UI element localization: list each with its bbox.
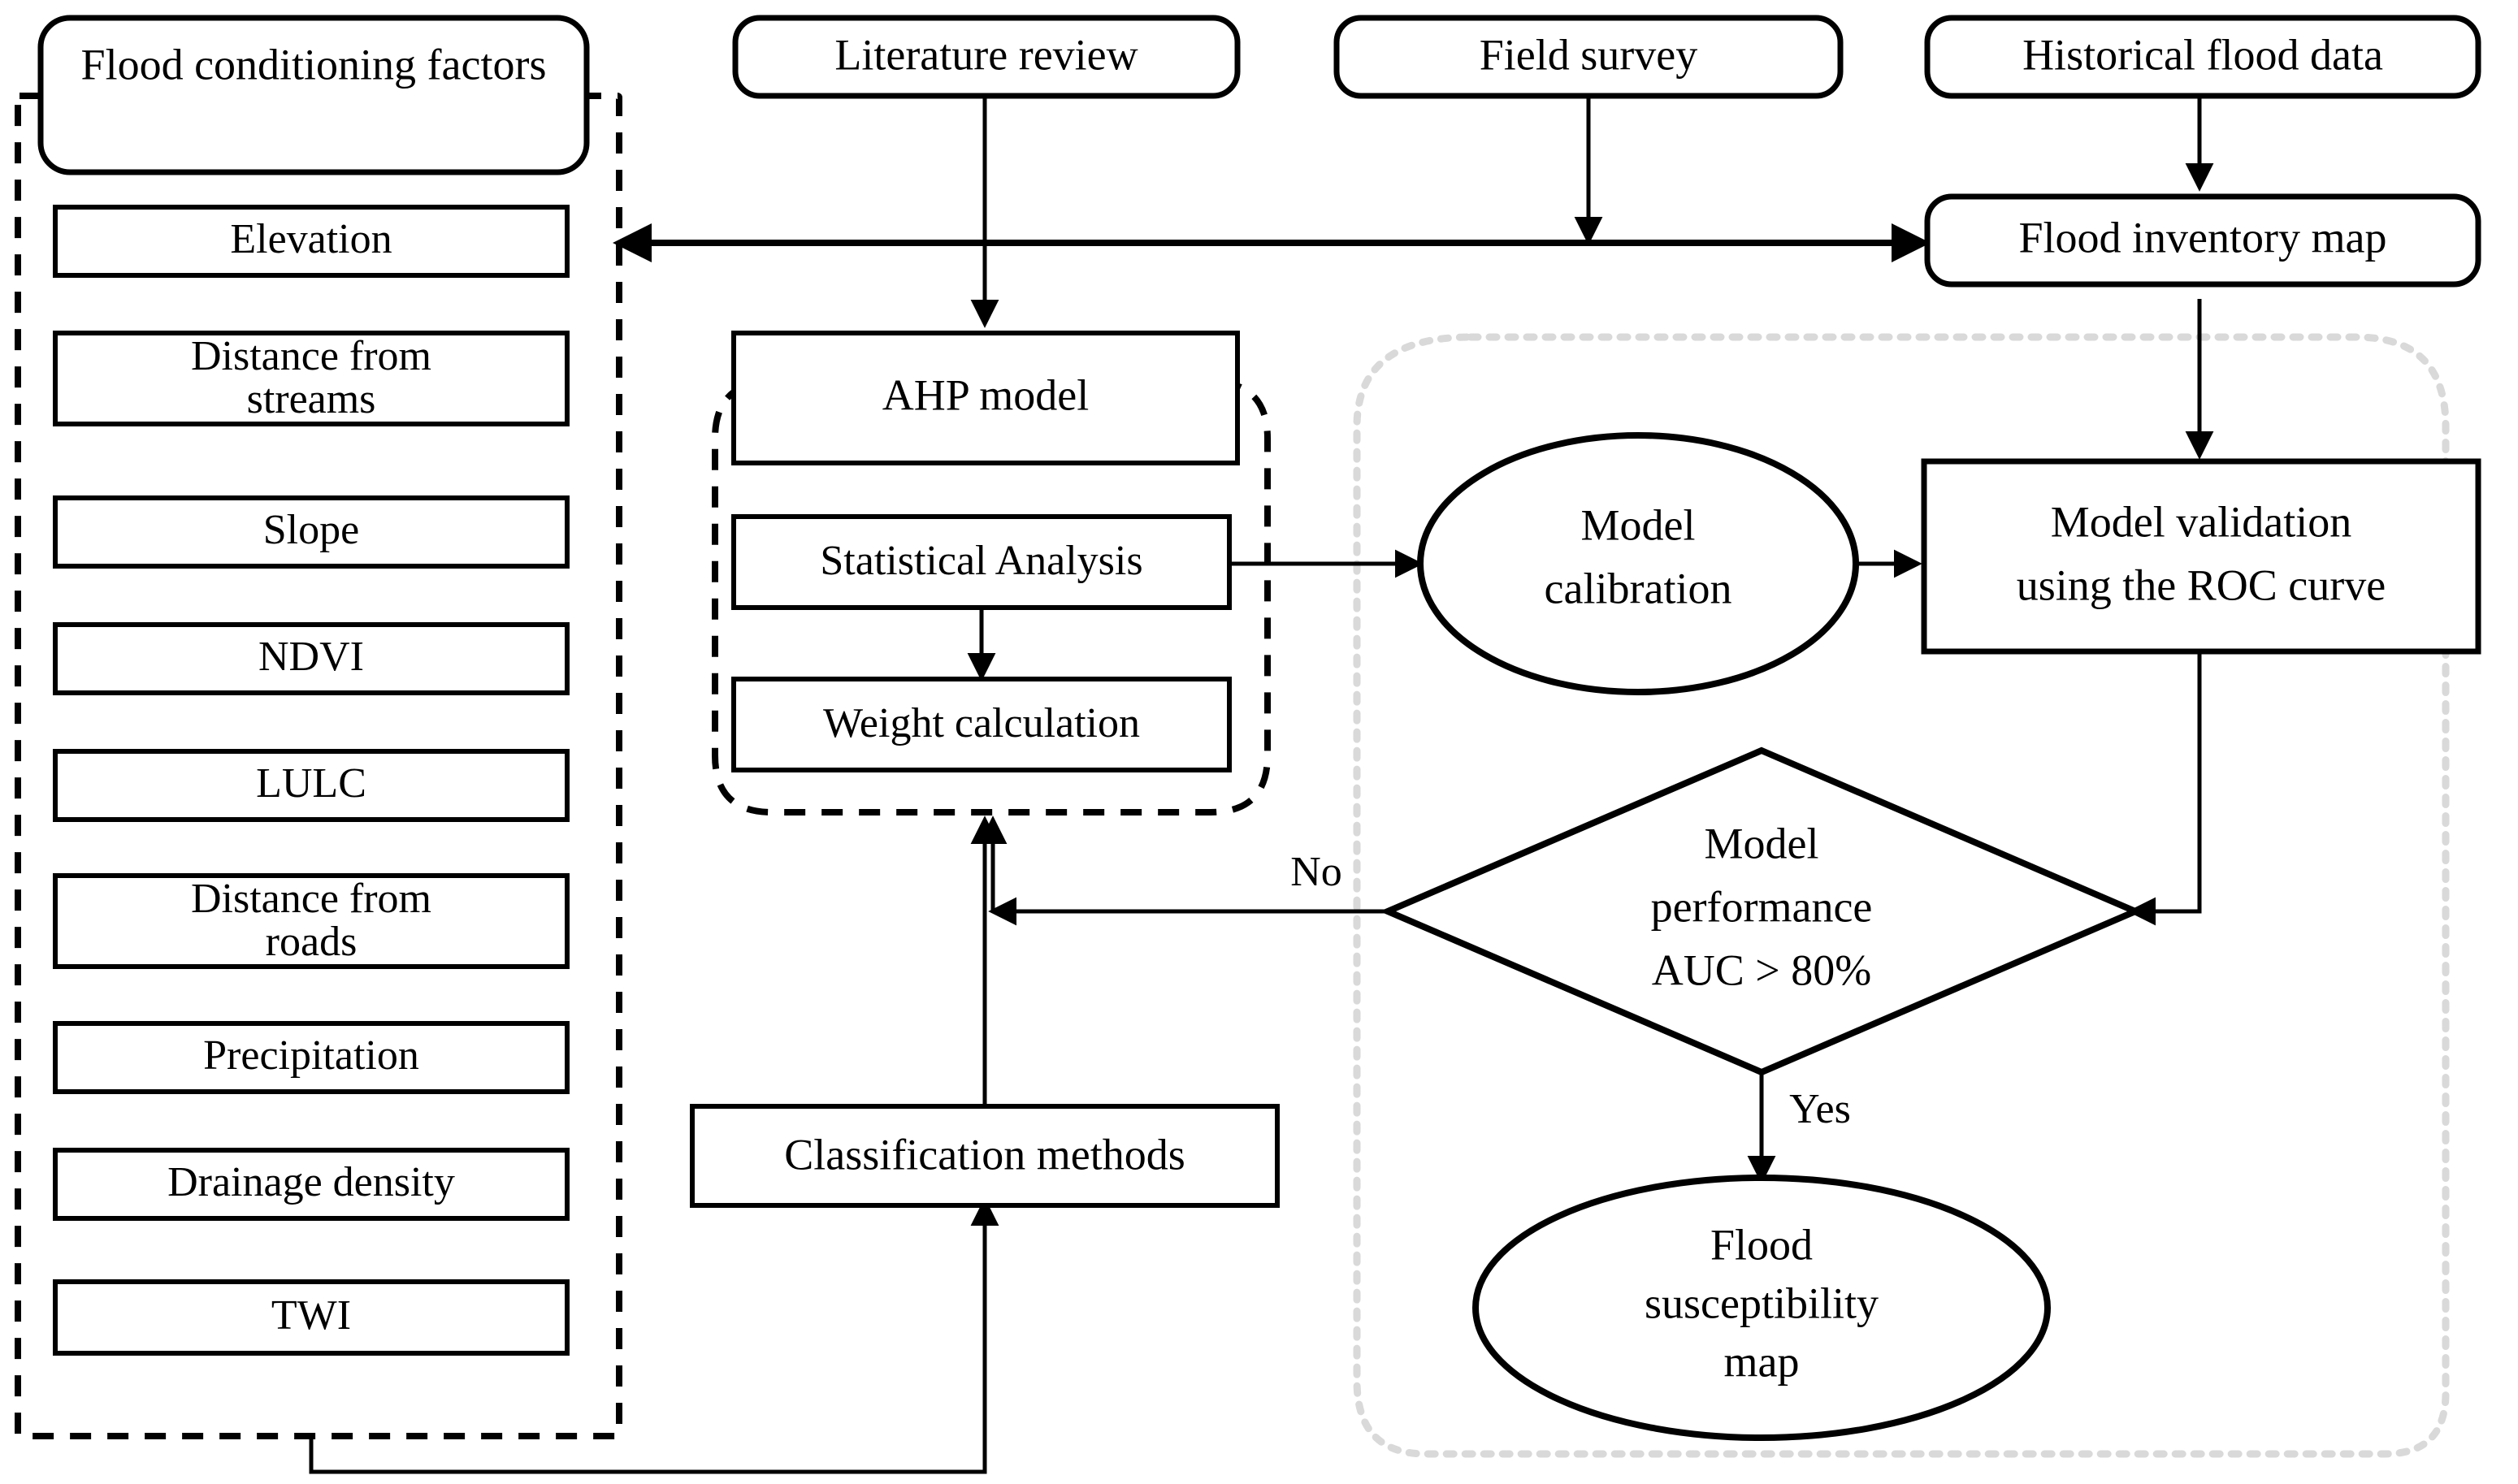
node-historical-flood-data[interactable]: [1924, 15, 2481, 99]
node-classification-methods[interactable]: [690, 1104, 1280, 1208]
node-model-calibration-label-1: Model: [1581, 500, 1696, 549]
ahp-group: [712, 379, 1271, 816]
node-field-survey[interactable]: [1333, 15, 1844, 99]
node-field-survey-label: Field survey: [1480, 30, 1697, 79]
factor-label-3-0: NDVI: [258, 634, 364, 680]
factor-box-0[interactable]: [53, 205, 570, 278]
factor-box-2[interactable]: [53, 495, 570, 569]
edge-validation-to-decision: [2127, 651, 2202, 926]
factor-box-4[interactable]: [53, 749, 570, 822]
factor-box-5[interactable]: [53, 873, 570, 969]
node-statistical-analysis-label: Statistical Analysis: [820, 538, 1142, 584]
node-decision-auc[interactable]: [1379, 746, 2144, 1076]
node-ahp-model-label: AHP model: [882, 370, 1090, 419]
edge-label-yes: Yes: [1789, 1086, 1851, 1132]
factor-label-5-0: Distance from: [191, 876, 431, 922]
factor-label-4-0: LULC: [256, 760, 366, 807]
factor-list: Elevation Distance from streams Slope ND…: [53, 205, 570, 1356]
factor-box-1[interactable]: [53, 331, 570, 426]
node-flood-susceptibility-map-label-1: Flood: [1710, 1220, 1813, 1269]
node-flood-inventory-map-label: Flood inventory map: [2019, 213, 2387, 262]
edge-label-no: No: [1290, 849, 1342, 895]
node-model-validation-label-1: Model validation: [2051, 497, 2351, 546]
node-model-validation-label-2: using the ROC curve: [2017, 560, 2386, 609]
factor-box-6[interactable]: [53, 1021, 570, 1094]
node-model-calibration[interactable]: [1417, 432, 1859, 695]
node-literature-review-label: Literature review: [834, 30, 1138, 79]
factor-label-2-0: Slope: [263, 507, 359, 553]
node-flood-conditioning-factors[interactable]: [37, 15, 590, 175]
node-weight-calculation[interactable]: [731, 677, 1232, 772]
node-model-calibration-label-2: calibration: [1545, 564, 1732, 612]
factor-label-7-0: Drainage density: [167, 1159, 455, 1205]
node-historical-flood-data-label: Historical flood data: [2022, 30, 2383, 79]
node-decision-label-2: performance: [1651, 882, 1873, 931]
factor-label-6-0: Precipitation: [203, 1032, 419, 1079]
factor-label-5-1: roads: [266, 919, 358, 965]
node-flood-conditioning-factors-label-1: Flood conditioning factors: [81, 40, 547, 89]
node-decision-label-3: AUC > 80%: [1652, 945, 1871, 994]
node-model-validation[interactable]: [1921, 458, 2481, 655]
node-classification-methods-label: Classification methods: [784, 1130, 1185, 1179]
node-literature-review[interactable]: [732, 15, 1241, 99]
edge-factors-to-classification: [309, 1197, 999, 1474]
factor-box-8[interactable]: [53, 1279, 570, 1356]
node-flood-inventory-map[interactable]: [1924, 193, 2481, 288]
factor-box-7[interactable]: [53, 1148, 570, 1221]
node-flood-susceptibility-map-label-3: map: [1724, 1337, 1800, 1386]
factor-label-1-1: streams: [247, 376, 376, 422]
factor-label-8-0: TWI: [271, 1292, 351, 1339]
node-ahp-model[interactable]: [731, 331, 1240, 465]
node-weight-calculation-label: Weight calculation: [823, 700, 1140, 746]
factor-box-3[interactable]: [53, 622, 570, 695]
node-flood-susceptibility-map[interactable]: [1472, 1175, 2051, 1441]
factor-label-0-0: Elevation: [230, 216, 392, 262]
factor-label-1-0: Distance from: [191, 333, 431, 379]
validation-group: [1353, 333, 2450, 1458]
node-flood-susceptibility-map-label-2: susceptibility: [1645, 1278, 1879, 1327]
node-decision-label-1: Model: [1705, 819, 1819, 867]
node-statistical-analysis[interactable]: [731, 514, 1232, 610]
